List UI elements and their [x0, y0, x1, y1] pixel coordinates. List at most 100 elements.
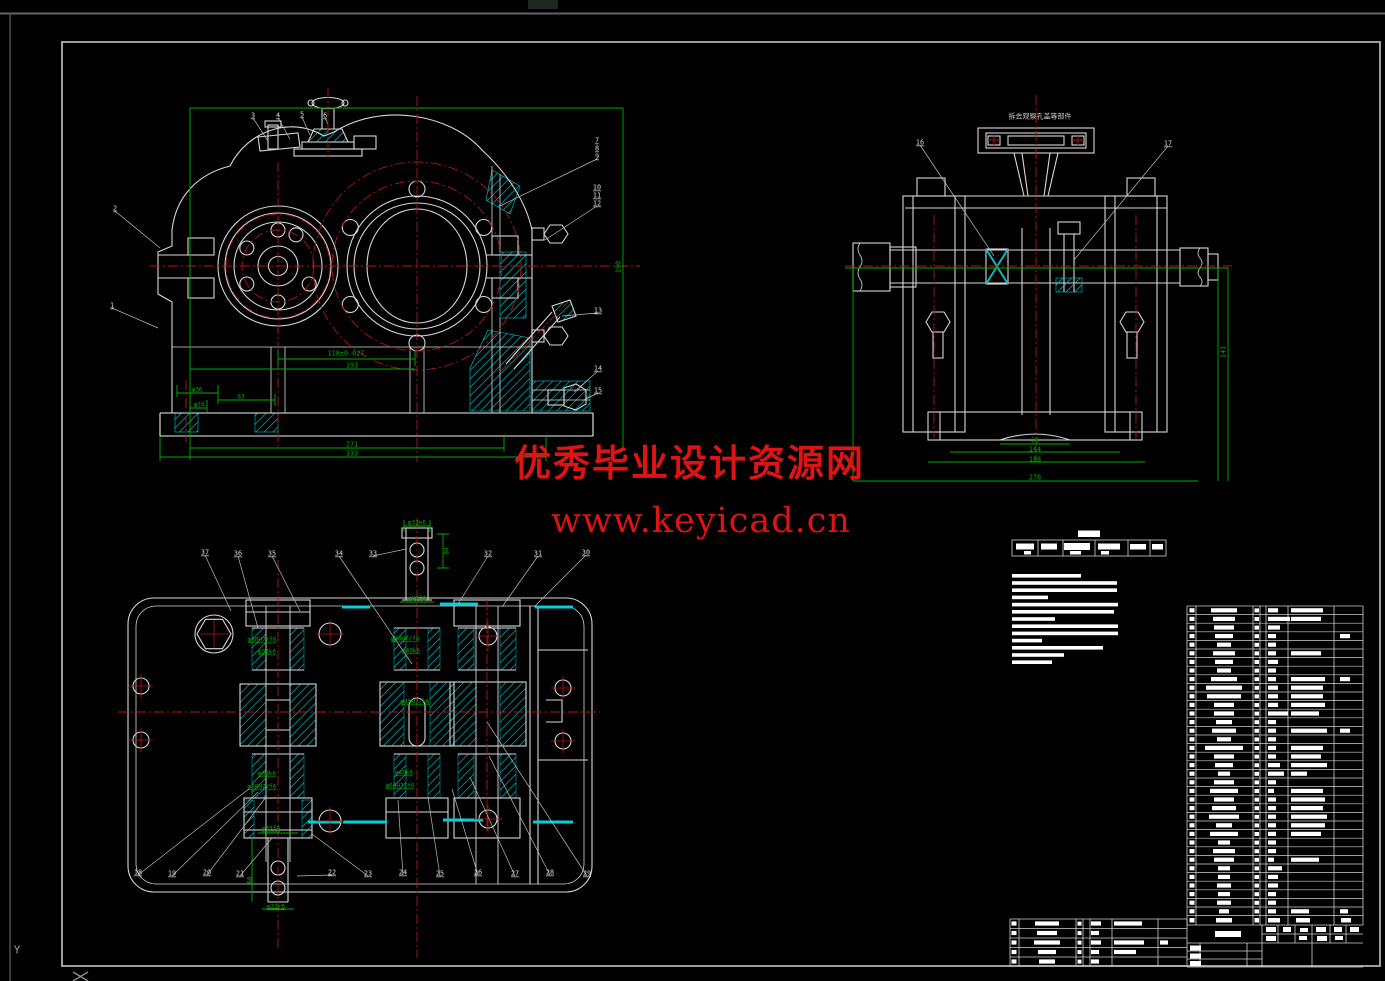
redacted-text — [1254, 608, 1259, 613]
leader-line — [397, 799, 404, 876]
redacted-text — [1077, 921, 1082, 926]
leader-line — [114, 210, 161, 249]
redacted-text — [1254, 771, 1259, 776]
redacted-text — [1189, 634, 1195, 639]
redacted-text — [1341, 918, 1351, 923]
redacted-text — [1189, 900, 1195, 905]
redacted-text — [1189, 737, 1195, 742]
redacted-text — [1064, 543, 1090, 550]
redacted-text — [1254, 918, 1259, 923]
redacted-text — [1190, 961, 1201, 966]
redacted-text — [1189, 745, 1195, 750]
sheet-border — [61, 41, 1381, 981]
dimension-label: φ60H7/f6 — [248, 784, 277, 791]
dimension-label: 278 — [1029, 474, 1041, 482]
callout-label: 29 — [583, 870, 591, 878]
redacted-text — [1350, 927, 1359, 932]
redacted-text — [1254, 789, 1259, 793]
redacted-text — [1291, 857, 1319, 862]
leader-line — [457, 555, 489, 605]
dimension-label: 80 — [444, 547, 451, 555]
leader-line — [561, 312, 599, 317]
callout-label: 21 — [236, 870, 244, 878]
callout-label: 15 — [594, 387, 602, 395]
redacted-text — [1217, 883, 1231, 888]
redacted-text — [1254, 909, 1259, 914]
redacted-text — [1299, 936, 1307, 940]
redacted-text — [1114, 921, 1142, 926]
redacted-text — [1340, 677, 1350, 682]
redacted-text — [1254, 660, 1259, 664]
redacted-text — [1189, 711, 1195, 716]
redacted-text — [1254, 892, 1259, 897]
leader-line — [111, 307, 159, 329]
leader-line — [499, 158, 598, 207]
redacted-text — [1254, 900, 1259, 905]
redacted-text — [1268, 831, 1276, 836]
redacted-text — [1189, 918, 1195, 923]
redacted-text — [1268, 608, 1278, 613]
redacted-text — [1189, 763, 1195, 768]
redacted-text — [1216, 918, 1232, 923]
dimension-label: φ32k6 — [408, 520, 426, 527]
redacted-text — [1254, 711, 1259, 716]
dimension-label: φ24 — [194, 402, 205, 409]
callout-label: 35 — [268, 550, 276, 558]
redacted-text — [1291, 711, 1319, 716]
redacted-text — [1189, 625, 1195, 630]
redacted-text — [1291, 763, 1327, 768]
breather-assembly — [257, 96, 377, 157]
redacted-text — [1189, 677, 1195, 682]
leader-line — [237, 555, 259, 629]
redacted-text — [1291, 909, 1309, 914]
redacted-text — [1012, 581, 1117, 585]
callout-label: 26 — [474, 869, 482, 877]
redacted-text — [1189, 849, 1195, 854]
redacted-text — [1254, 703, 1259, 707]
redacted-text — [1189, 788, 1195, 793]
front-view-centerlines — [150, 88, 640, 462]
callout-label: 31 — [534, 550, 542, 558]
redacted-text — [1254, 840, 1259, 845]
redacted-text — [1012, 624, 1118, 628]
redacted-text — [1254, 677, 1259, 682]
ucs-cross-mark — [72, 971, 89, 981]
redacted-text — [1217, 642, 1231, 647]
redacted-text — [1268, 737, 1276, 742]
redacted-text — [1268, 677, 1276, 682]
leader-line — [583, 392, 599, 401]
callout-label: 34 — [335, 550, 343, 558]
callout-label: 16 — [916, 139, 924, 147]
redacted-text — [1101, 551, 1109, 555]
redacted-text — [1268, 659, 1278, 664]
redacted-text — [1215, 931, 1241, 937]
parts-list-grid — [1011, 539, 1363, 968]
redacted-text — [1291, 616, 1321, 621]
redacted-text — [1254, 694, 1259, 699]
callout-label: 23 — [364, 870, 372, 878]
redacted-text — [1254, 814, 1259, 819]
redacted-text — [1291, 754, 1321, 759]
callout-label: 6 — [323, 112, 327, 120]
redacted-text — [1268, 866, 1282, 871]
redacted-text — [1268, 720, 1276, 725]
redacted-text — [1283, 927, 1291, 932]
redacted-text — [1012, 595, 1048, 600]
redacted-text — [1268, 668, 1276, 673]
redacted-text — [1268, 616, 1290, 621]
redacted-text — [1091, 940, 1101, 945]
redacted-text — [1254, 832, 1259, 836]
dimension-label: 190 — [615, 261, 623, 273]
redacted-text — [1291, 608, 1323, 613]
redacted-text — [1268, 694, 1278, 699]
redacted-text — [1218, 840, 1230, 845]
redacted-text — [1189, 797, 1195, 802]
leader-line — [277, 117, 291, 140]
redacted-text — [1254, 754, 1259, 759]
redacted-text — [1078, 530, 1100, 537]
redacted-text — [1268, 780, 1276, 785]
callout-label: 28 — [546, 869, 554, 877]
redacted-text — [1291, 694, 1323, 699]
